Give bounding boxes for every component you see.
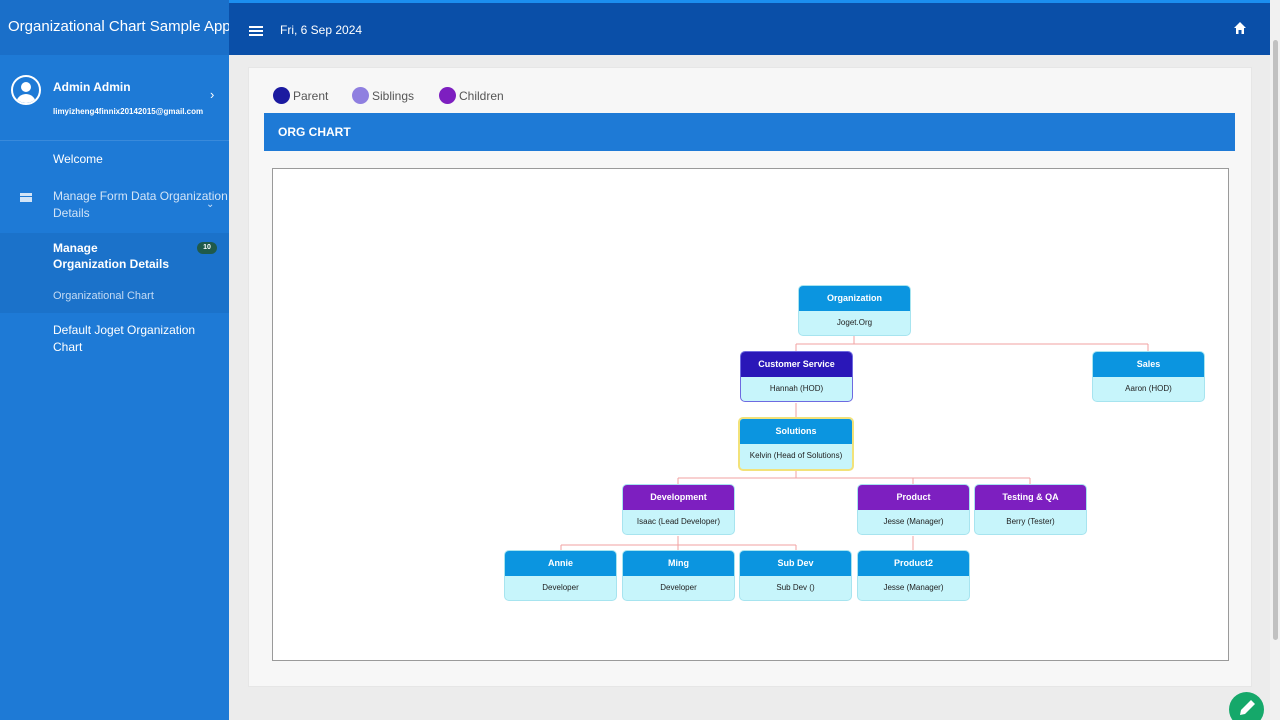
sidebar-item-welcome[interactable]: Welcome (53, 152, 103, 166)
panel-title: ORG CHART (264, 113, 1235, 151)
org-node-ming[interactable]: Ming Developer (622, 550, 735, 601)
sidebar: Organizational Chart Sample App Admin Ad… (0, 0, 229, 720)
app-title[interactable]: Organizational Chart Sample App (0, 0, 229, 55)
count-badge: 10 (197, 242, 217, 254)
chevron-right-icon[interactable]: › (210, 87, 215, 102)
legend-parent-label: Parent (293, 89, 329, 103)
org-node-subtitle: Sub Dev () (776, 583, 815, 592)
menu-toggle-icon[interactable] (249, 26, 263, 36)
org-node-solutions[interactable]: Solutions Kelvin (Head of Solutions) (738, 417, 854, 471)
avatar-icon (11, 75, 41, 105)
submenu (0, 233, 229, 313)
user-email: limyizheng4finnix20142015@gmail.com (53, 107, 204, 116)
org-node-title: Ming (623, 551, 734, 576)
org-node-product2[interactable]: Product2 Jesse (Manager) (857, 550, 970, 601)
sidebar-item-organizational-chart[interactable]: Organizational Chart (53, 290, 154, 302)
edit-fab-button[interactable] (1229, 692, 1264, 720)
org-node-annie[interactable]: Annie Developer (504, 550, 617, 601)
scrollbar-thumb[interactable] (1273, 40, 1278, 640)
org-node-title: Testing & QA (975, 485, 1086, 510)
org-node-title: Sales (1093, 352, 1204, 377)
org-node-sub-dev[interactable]: Sub Dev Sub Dev () (739, 550, 852, 601)
legend-children-dot (439, 87, 456, 104)
legend-parent-dot (273, 87, 290, 104)
user-name: Admin Admin (53, 80, 131, 94)
pencil-icon (1240, 700, 1255, 715)
user-profile[interactable]: Admin Admin limyizheng4finnix20142015@gm… (0, 55, 229, 141)
top-bar: Fri, 6 Sep 2024 (229, 0, 1270, 55)
org-node-subtitle: Joget.Org (836, 318, 873, 327)
org-node-title: Customer Service (741, 352, 852, 377)
home-icon[interactable] (1233, 21, 1247, 35)
org-node-subtitle: Isaac (Lead Developer) (636, 517, 721, 526)
org-node-subtitle: Hannah (HOD) (769, 384, 824, 393)
legend-children-label: Children (459, 89, 504, 103)
current-date: Fri, 6 Sep 2024 (280, 23, 363, 37)
org-node-organization[interactable]: Organization Joget.Org (798, 285, 911, 336)
org-node-customer-service[interactable]: Customer Service Hannah (HOD) (740, 351, 853, 402)
org-node-subtitle: Kelvin (Head of Solutions) (749, 451, 843, 460)
legend-siblings-dot (352, 87, 369, 104)
org-chart-canvas: Organization Joget.Org Customer Service … (272, 168, 1229, 661)
org-node-testing-qa[interactable]: Testing & QA Berry (Tester) (974, 484, 1087, 535)
chevron-down-icon: ⌄ (206, 199, 215, 210)
sidebar-item-manage-organization-details[interactable]: Manage Organization Details (53, 241, 170, 271)
org-node-title: Development (623, 485, 734, 510)
org-node-subtitle: Jesse (Manager) (883, 517, 944, 526)
org-node-subtitle: Jesse (Manager) (883, 583, 944, 592)
org-node-title: Solutions (740, 419, 852, 444)
org-node-subtitle: Berry (Tester) (1006, 517, 1055, 526)
sidebar-item-default-joget-chart[interactable]: Default Joget Organization Chart (53, 323, 196, 354)
legend-siblings-label: Siblings (372, 89, 415, 103)
org-node-development[interactable]: Development Isaac (Lead Developer) (622, 484, 735, 535)
sidebar-item-manage-form-data[interactable]: Manage Form Data Organization Details ⌄ (0, 188, 229, 222)
org-node-sales[interactable]: Sales Aaron (HOD) (1092, 351, 1205, 402)
sidebar-item-label: Manage Form Data Organization Details (53, 189, 228, 220)
org-node-product[interactable]: Product Jesse (Manager) (857, 484, 970, 535)
org-node-title: Sub Dev (740, 551, 851, 576)
org-node-title: Product (858, 485, 969, 510)
org-node-title: Organization (799, 286, 910, 311)
org-node-subtitle: Developer (660, 583, 697, 592)
org-node-subtitle: Developer (542, 583, 579, 592)
org-node-subtitle: Aaron (HOD) (1125, 384, 1172, 393)
org-node-title: Product2 (858, 551, 969, 576)
org-node-title: Annie (505, 551, 616, 576)
list-icon (20, 193, 32, 202)
